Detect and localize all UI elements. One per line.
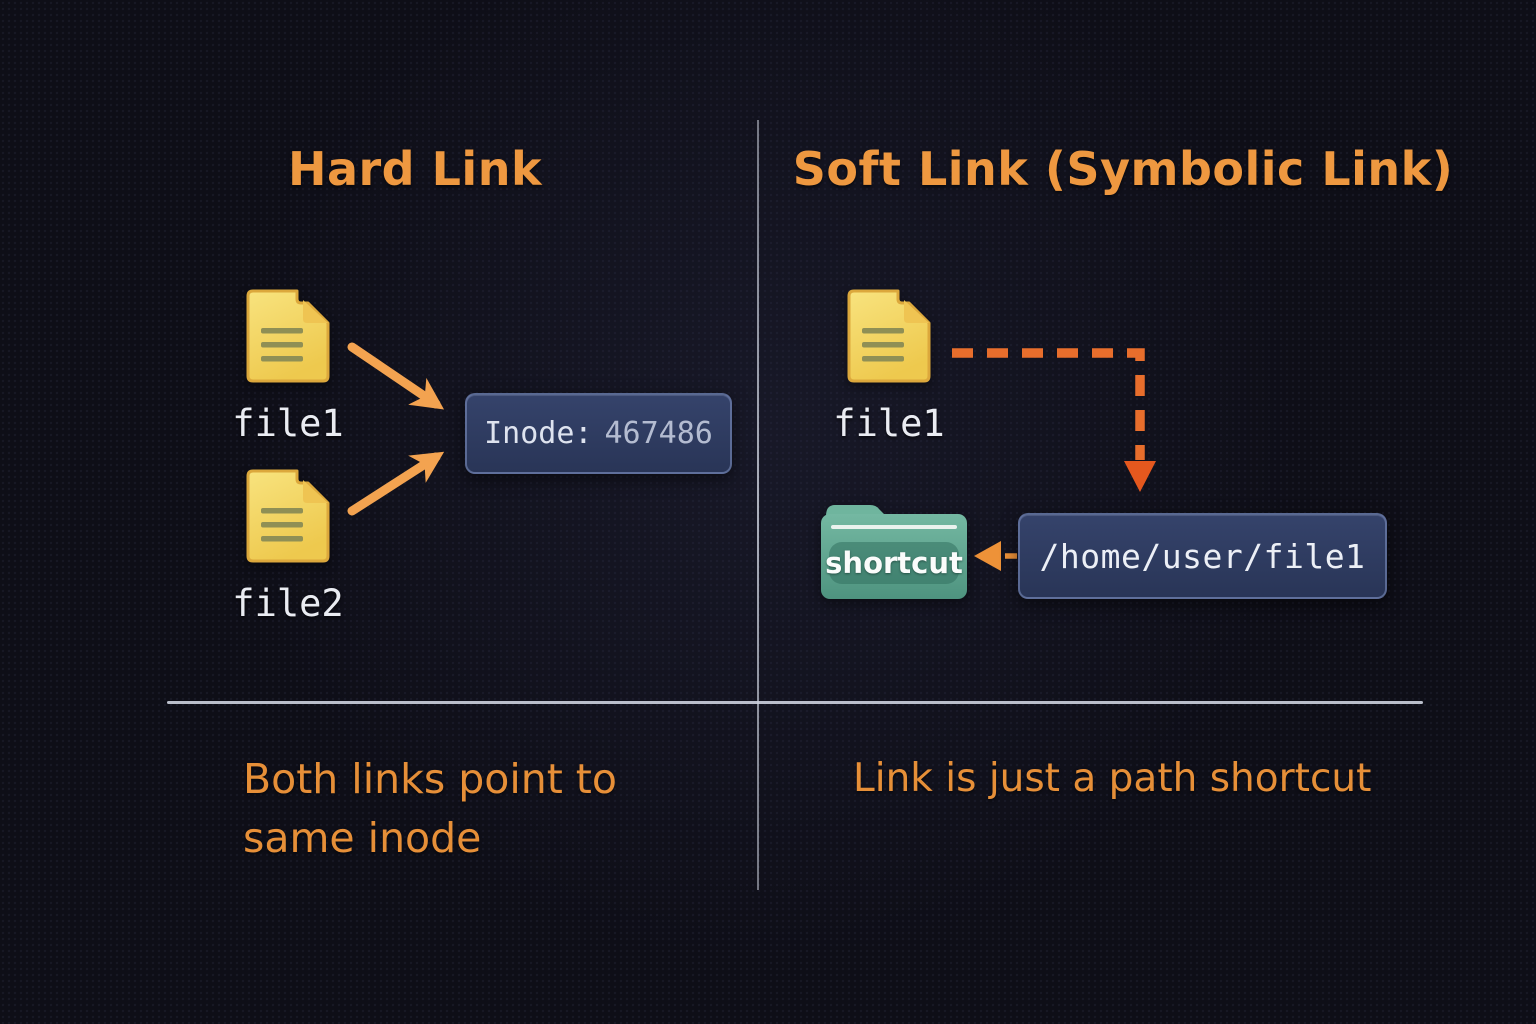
file1-label: file1 — [232, 402, 344, 445]
soft-file1-document-icon — [842, 288, 934, 384]
hard-link-caption-line2: same inode — [243, 814, 482, 862]
inode-box: Inode: 467486 — [465, 393, 732, 474]
dashed-arrowhead-down-icon — [1124, 461, 1156, 492]
hard-link-caption: Both links point to same inode — [243, 750, 617, 868]
soft-link-caption: Link is just a path shortcut — [853, 756, 1372, 801]
horizontal-divider — [167, 701, 1423, 704]
arrow-file1-to-inode-icon — [347, 342, 445, 410]
path-box: /home/user/file1 — [1018, 513, 1387, 599]
hard-link-title: Hard Link — [287, 142, 543, 196]
path-text: /home/user/file1 — [1039, 536, 1366, 576]
arrow-file2-to-inode-icon — [347, 451, 445, 516]
hard-link-caption-line1: Both links point to — [243, 755, 617, 803]
file2-label: file2 — [232, 582, 344, 625]
dashed-arrow-file1-to-path-icon — [952, 348, 1145, 460]
inode-value: 467486 — [604, 416, 713, 451]
vertical-divider — [757, 120, 759, 890]
file1-document-icon — [241, 288, 333, 384]
soft-file1-label: file1 — [833, 402, 945, 445]
soft-link-title: Soft Link (Symbolic Link) — [792, 142, 1454, 196]
path-to-shortcut-arrowhead-icon — [974, 541, 1001, 571]
inode-label: Inode: — [484, 416, 593, 451]
shortcut-folder-label: shortcut — [825, 546, 963, 580]
file2-document-icon — [241, 468, 333, 564]
